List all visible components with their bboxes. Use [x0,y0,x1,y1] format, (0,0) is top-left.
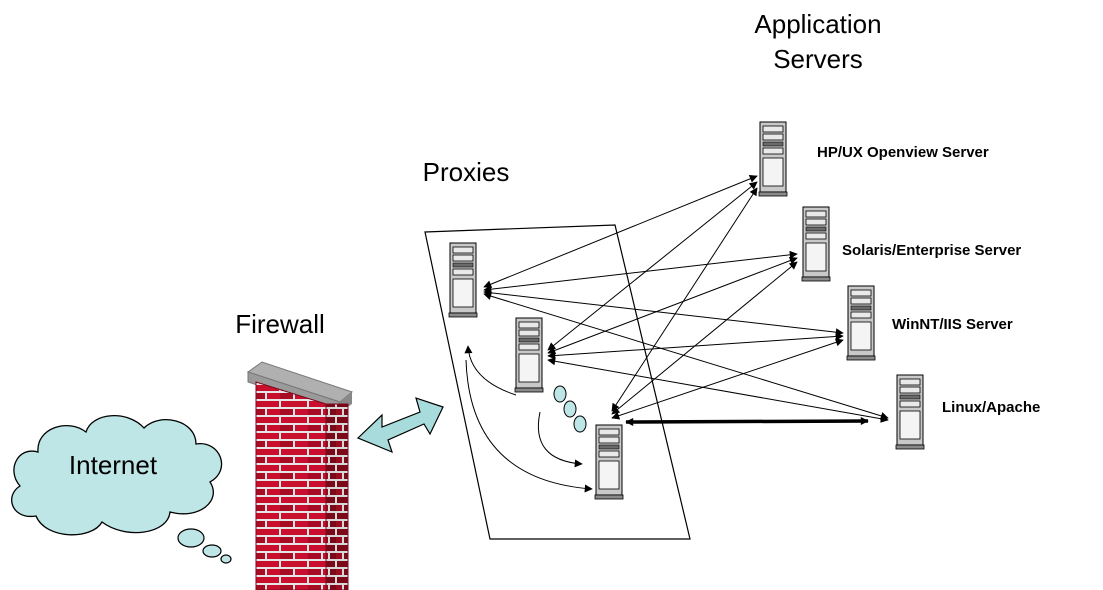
wall-brick-side [325,403,349,590]
app-server-hpux: HP/UX Openview Server [758,121,989,197]
proxy-server-1 [448,242,478,318]
server-label: Linux/Apache [942,399,1040,416]
proxy-server-3 [594,424,624,500]
connection-arrow [483,250,798,294]
server-tower-icon [846,285,876,361]
proxy-server-2 [514,317,544,393]
connection-arrow [547,181,758,351]
app-server-linux: Linux/Apache [895,374,1040,450]
primary-connection-arrow [625,417,869,426]
connection-arrow [547,357,889,423]
cloud-puff [177,528,205,548]
wall-brick-face [255,381,327,590]
app-server-winnt: WinNT/IIS Server [846,285,1013,361]
ellipsis-dot [563,400,577,418]
server-tower-icon [758,121,788,197]
server-tower-icon [801,206,831,282]
server-label: HP/UX Openview Server [817,144,989,161]
cloud-shape [11,415,223,536]
cloud-puff [220,554,232,564]
connection-arrow [611,187,758,412]
internet-cloud: Internet [11,415,232,564]
ellipsis-dot [573,415,587,433]
firewall-wall [246,361,354,590]
inter-proxy-arrows [464,345,593,493]
curved-arrow [465,359,593,493]
server-tower-icon [895,374,925,450]
connection-arrow [611,261,798,415]
connection-arrow [483,175,758,288]
connection-arrow [547,256,798,355]
app-servers-title-line2: Servers [773,44,863,74]
ellipsis-dot [553,385,567,403]
bidirectional-traffic-arrow [356,397,444,454]
proxy-server-connections [483,175,889,423]
connection-arrow [611,338,844,420]
proxies-title: Proxies [423,157,510,187]
server-tower-icon [594,424,624,500]
server-tower-icon [514,317,544,393]
internet-label: Internet [69,450,158,480]
server-tower-icon [448,242,478,318]
connection-arrow [483,292,889,420]
cloud-puff [202,544,222,558]
server-label: Solaris/Enterprise Server [842,242,1021,259]
firewall-title: Firewall [235,309,325,339]
app-server-solaris: Solaris/Enterprise Server [801,206,1021,282]
curved-arrow [464,345,517,396]
server-label: WinNT/IIS Server [892,316,1013,333]
curved-arrow [537,411,583,468]
app-servers-title-line1: Application [754,9,881,39]
